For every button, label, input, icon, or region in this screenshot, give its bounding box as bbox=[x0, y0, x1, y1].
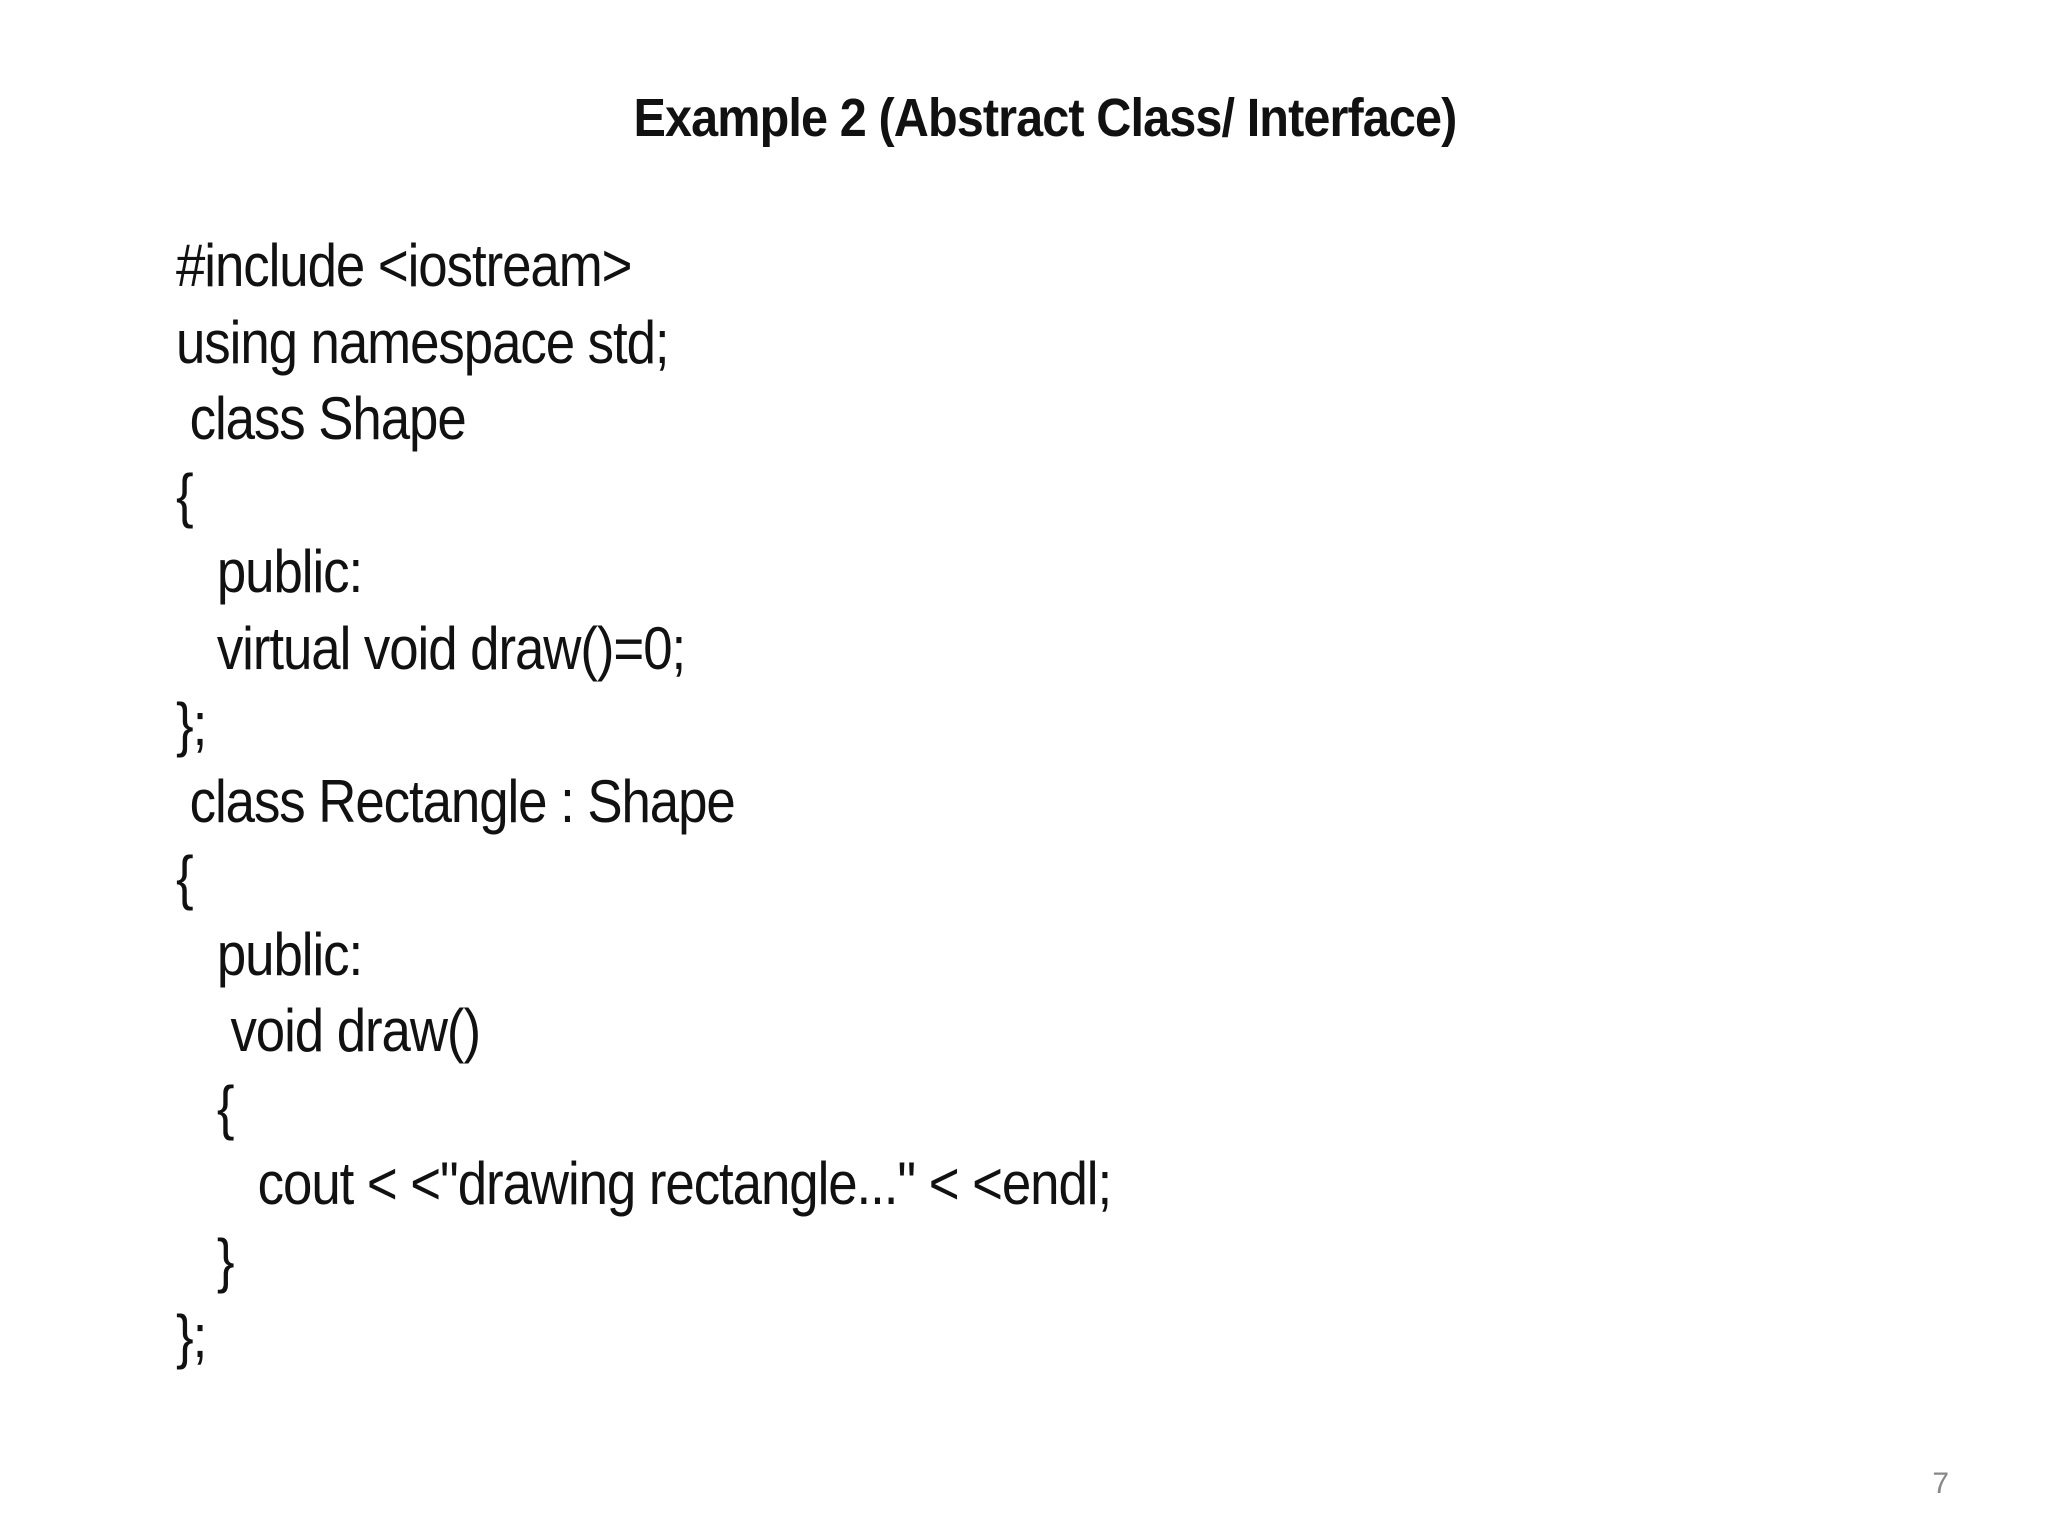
code-line: { bbox=[176, 844, 194, 911]
code-line: virtual void draw()=0; bbox=[176, 614, 686, 682]
code-line: cout < <"drawing rectangle..." < <endl; bbox=[176, 1150, 1112, 1217]
code-line: class Rectangle : Shape bbox=[176, 767, 736, 835]
code-line: }; bbox=[176, 691, 207, 758]
code-line: void draw() bbox=[176, 997, 481, 1064]
code-line: class Shape bbox=[176, 385, 467, 452]
slide-title: Example 2 (Abstract Class/ Interface) bbox=[633, 88, 1458, 148]
code-line: { bbox=[176, 461, 194, 529]
page-number: 7 bbox=[1932, 1467, 1949, 1500]
code-line: #include <iostream> bbox=[176, 232, 632, 299]
code-line: using namespace std; bbox=[176, 308, 670, 376]
code-line: public: bbox=[176, 538, 363, 605]
code-block: #include <iostream> using namespace std;… bbox=[176, 228, 1239, 1376]
code-line: { bbox=[176, 1073, 235, 1141]
code-line: public: bbox=[176, 920, 363, 988]
code-line: } bbox=[176, 1226, 235, 1294]
code-line: }; bbox=[176, 1303, 207, 1370]
